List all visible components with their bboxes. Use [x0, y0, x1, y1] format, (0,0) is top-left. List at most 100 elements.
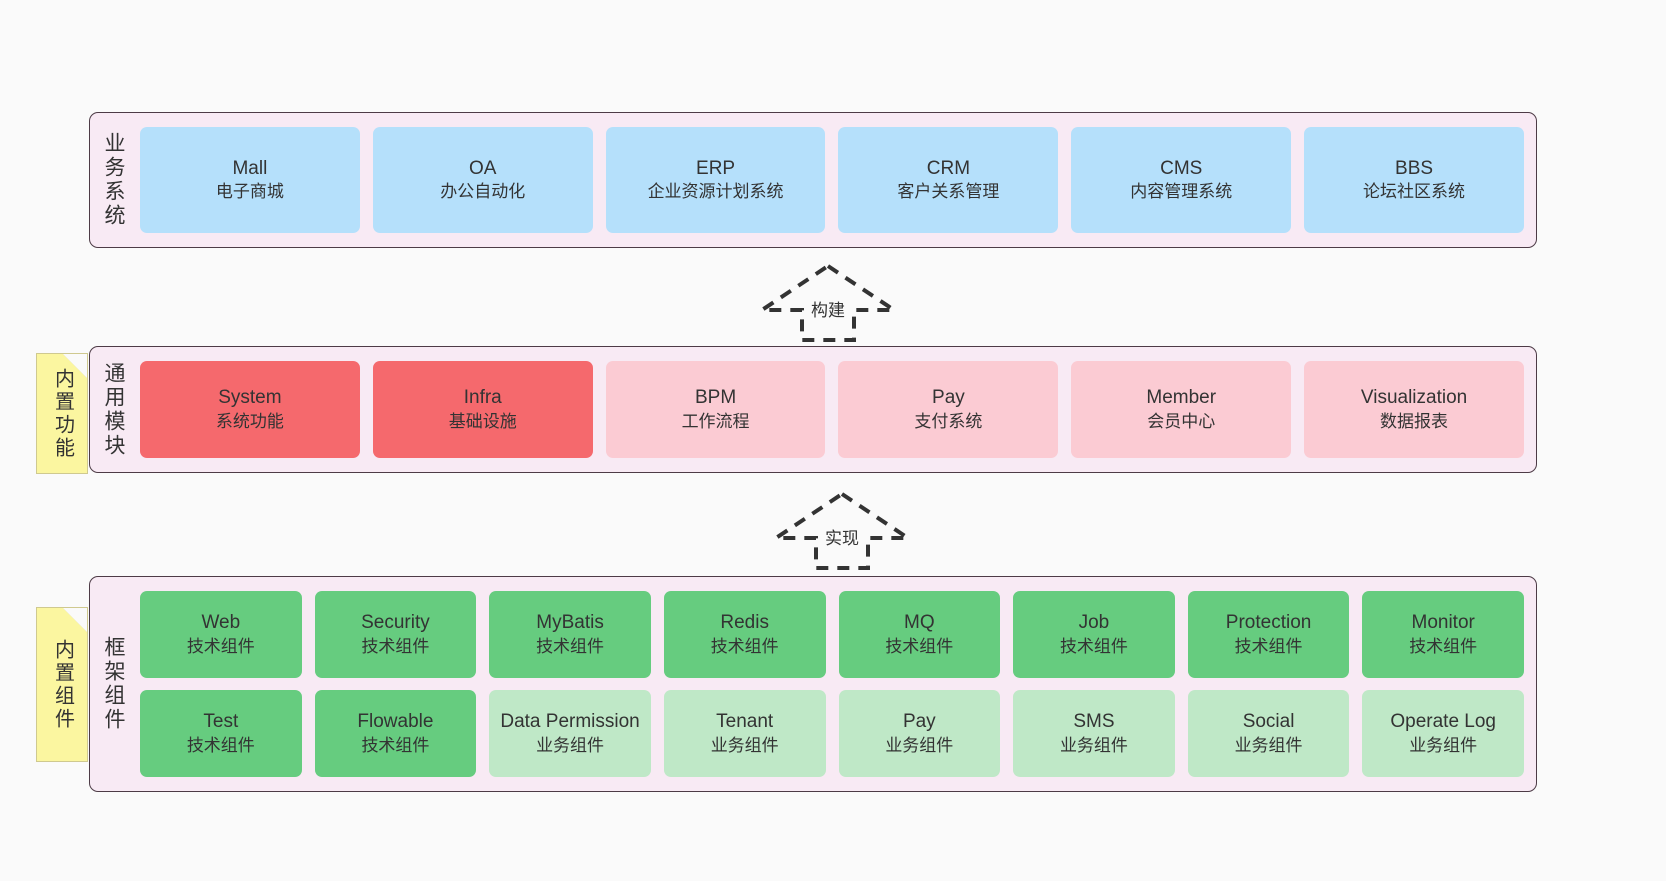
module-title: OA: [469, 157, 497, 179]
connector-label-build: 构建: [811, 301, 845, 320]
layer-title-common-module: 通用模块: [102, 361, 126, 458]
module-card-sms[interactable]: SMS 业务组件: [1013, 690, 1175, 777]
module-card-infra[interactable]: Infra 基础设施: [372, 361, 593, 458]
layer-cells-common: System 系统功能 Infra 基础设施 BPM 工作流程 Pay 支付系统…: [136, 347, 1536, 472]
module-title: Web: [201, 612, 241, 634]
module-title: Visualization: [1360, 387, 1468, 409]
module-card-pay-component[interactable]: Pay 业务组件: [838, 690, 1001, 777]
folded-corner-cut-icon: [63, 354, 87, 378]
connector-build: 构建: [755, 262, 901, 342]
hollow-arrow-up-icon: [769, 491, 915, 570]
module-card-data-permission[interactable]: Data Permission 业务组件: [489, 690, 651, 777]
module-card-operate-log[interactable]: Operate Log 业务组件: [1362, 690, 1524, 777]
module-title: Monitor: [1411, 612, 1475, 634]
cell-row: System 系统功能 Infra 基础设施 BPM 工作流程 Pay 支付系统…: [140, 361, 1524, 458]
module-card-member[interactable]: Member 会员中心: [1071, 361, 1292, 458]
module-title: Job: [1078, 612, 1110, 634]
module-card-system[interactable]: System 系统功能: [140, 361, 360, 458]
module-card-monitor[interactable]: Monitor 技术组件: [1362, 591, 1524, 678]
module-subtitle: 业务组件: [1409, 735, 1478, 755]
module-card-protection[interactable]: Protection 技术组件: [1187, 591, 1350, 678]
module-subtitle: 技术组件: [1234, 636, 1303, 656]
layer-title-framework-component: 框架组件: [102, 636, 126, 732]
module-title: Redis: [720, 612, 769, 634]
module-title: Pay: [932, 387, 965, 409]
module-title: MyBatis: [536, 612, 604, 634]
module-subtitle: 业务组件: [1059, 735, 1128, 755]
layer-cells-business: Mall 电子商城 OA 办公自动化 ERP 企业资源计划系统 CRM 客户关系…: [136, 113, 1536, 247]
cell-row: Mall 电子商城 OA 办公自动化 ERP 企业资源计划系统 CRM 客户关系…: [140, 127, 1524, 233]
module-title: Data Permission: [500, 711, 640, 733]
module-card-bpm[interactable]: BPM 工作流程: [605, 361, 826, 458]
module-title: ERP: [696, 157, 736, 179]
module-subtitle: 业务组件: [885, 735, 954, 755]
sticky-note-builtin-component: 内置组件: [36, 607, 88, 762]
module-subtitle: 技术组件: [361, 735, 430, 755]
module-subtitle: 电子商城: [215, 182, 284, 202]
module-card-bbs[interactable]: BBS 论坛社区系统: [1304, 127, 1524, 233]
module-subtitle: 业务组件: [1234, 735, 1303, 755]
module-title: Member: [1146, 387, 1217, 409]
module-subtitle: 数据报表: [1380, 411, 1449, 431]
module-subtitle: 技术组件: [186, 735, 255, 755]
module-subtitle: 客户关系管理: [897, 182, 1000, 202]
cell-row: Web 技术组件 Security 技术组件 MyBatis 技术组件 Redi…: [140, 591, 1524, 678]
module-title: Security: [361, 612, 430, 634]
layer-cells-framework: Web 技术组件 Security 技术组件 MyBatis 技术组件 Redi…: [136, 577, 1536, 791]
module-title: CMS: [1160, 157, 1203, 179]
module-subtitle: 基础设施: [448, 411, 517, 431]
module-card-oa[interactable]: OA 办公自动化: [372, 127, 593, 233]
module-subtitle: 业务组件: [710, 735, 779, 755]
module-card-mybatis[interactable]: MyBatis 技术组件: [489, 591, 651, 678]
module-title: BPM: [694, 387, 737, 409]
sticky-note-builtin-function: 内置功能: [36, 353, 88, 474]
layer-common-module: 通用模块 System 系统功能 Infra 基础设施 BPM 工作流程 Pay…: [89, 346, 1537, 473]
module-card-security[interactable]: Security 技术组件: [314, 591, 477, 678]
module-subtitle: 技术组件: [885, 636, 954, 656]
module-subtitle: 技术组件: [1409, 636, 1478, 656]
module-card-crm[interactable]: CRM 客户关系管理: [838, 127, 1059, 233]
module-card-social[interactable]: Social 业务组件: [1187, 690, 1350, 777]
module-subtitle: 技术组件: [186, 636, 255, 656]
module-card-tenant[interactable]: Tenant 业务组件: [663, 690, 826, 777]
module-card-web[interactable]: Web 技术组件: [140, 591, 302, 678]
module-card-mall[interactable]: Mall 电子商城: [140, 127, 360, 233]
module-title: CRM: [926, 157, 971, 179]
module-subtitle: 办公自动化: [440, 182, 526, 202]
module-title: MQ: [904, 612, 935, 634]
module-title: Tenant: [716, 711, 774, 733]
module-title: SMS: [1073, 711, 1115, 733]
module-subtitle: 工作流程: [681, 411, 750, 431]
module-title: Protection: [1225, 612, 1312, 634]
module-subtitle: 内容管理系统: [1130, 182, 1233, 202]
module-card-flowable[interactable]: Flowable 技术组件: [314, 690, 477, 777]
module-card-cms[interactable]: CMS 内容管理系统: [1071, 127, 1292, 233]
module-card-redis[interactable]: Redis 技术组件: [663, 591, 826, 678]
module-card-erp[interactable]: ERP 企业资源计划系统: [605, 127, 826, 233]
module-card-job[interactable]: Job 技术组件: [1013, 591, 1175, 678]
module-title: Operate Log: [1390, 711, 1496, 733]
module-subtitle: 技术组件: [536, 636, 605, 656]
cell-row: Test 技术组件 Flowable 技术组件 Data Permission …: [140, 690, 1524, 777]
module-title: BBS: [1395, 157, 1434, 179]
module-card-pay[interactable]: Pay 支付系统: [838, 361, 1059, 458]
module-card-mq[interactable]: MQ 技术组件: [838, 591, 1001, 678]
module-subtitle: 系统功能: [215, 411, 284, 431]
module-title: Pay: [902, 711, 936, 733]
module-subtitle: 论坛社区系统: [1363, 182, 1466, 202]
module-subtitle: 企业资源计划系统: [647, 182, 784, 202]
module-subtitle: 技术组件: [361, 636, 430, 656]
layer-title-business-system: 业务系统: [102, 132, 126, 228]
module-card-test[interactable]: Test 技术组件: [140, 690, 302, 777]
module-title: Mall: [232, 157, 268, 179]
module-subtitle: 业务组件: [536, 735, 605, 755]
connector-label-implement: 实现: [825, 529, 859, 548]
module-subtitle: 技术组件: [710, 636, 779, 656]
module-subtitle: 支付系统: [914, 411, 983, 431]
sticky-note-label: 内置组件: [51, 638, 74, 731]
module-title: Social: [1242, 711, 1295, 733]
module-subtitle: 会员中心: [1147, 411, 1216, 431]
module-card-visualization[interactable]: Visualization 数据报表: [1304, 361, 1524, 458]
layer-framework-component: 框架组件 Web 技术组件 Security 技术组件 MyBatis 技术组件…: [89, 576, 1537, 792]
